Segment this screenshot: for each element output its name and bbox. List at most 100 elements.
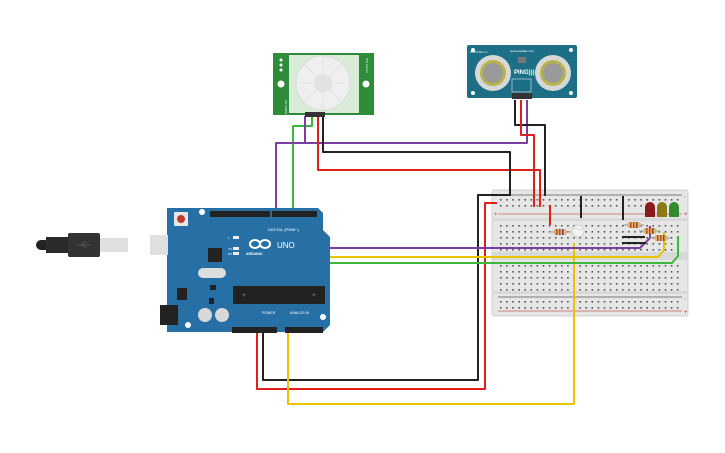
- breadboard-hole[interactable]: [603, 271, 606, 273]
- resistor-red-led[interactable]: [623, 222, 644, 228]
- breadboard-hole[interactable]: [609, 249, 612, 251]
- breadboard-hole[interactable]: [536, 307, 539, 309]
- breadboard-hole[interactable]: [567, 277, 569, 279]
- breadboard-hole[interactable]: [500, 249, 502, 251]
- breadboard-hole[interactable]: [561, 277, 563, 279]
- resistor-photo[interactable]: [549, 229, 571, 235]
- breadboard-hole[interactable]: [530, 243, 533, 245]
- breadboard-hole[interactable]: [670, 265, 673, 267]
- breadboard-hole[interactable]: [640, 249, 642, 251]
- breadboard-hole[interactable]: [548, 249, 551, 251]
- breadboard-hole[interactable]: [664, 277, 667, 279]
- breadboard-hole[interactable]: [585, 265, 587, 267]
- breadboard-hole[interactable]: [561, 301, 563, 303]
- breadboard-hole[interactable]: [664, 225, 667, 227]
- breadboard-hole[interactable]: [664, 199, 667, 201]
- breadboard-hole[interactable]: [536, 289, 539, 291]
- breadboard-hole[interactable]: [658, 277, 661, 279]
- breadboard-hole[interactable]: [628, 283, 630, 285]
- breadboard-hole[interactable]: [640, 265, 642, 267]
- breadboard-hole[interactable]: [615, 199, 618, 201]
- breadboard-hole[interactable]: [542, 301, 545, 303]
- breadboard-hole[interactable]: [561, 271, 563, 273]
- leds[interactable]: [645, 202, 679, 217]
- breadboard-hole[interactable]: [640, 225, 642, 227]
- breadboard-hole[interactable]: [500, 265, 502, 267]
- breadboard-hole[interactable]: [640, 277, 642, 279]
- breadboard-hole[interactable]: [500, 283, 502, 285]
- breadboard-hole[interactable]: [622, 307, 624, 309]
- breadboard-hole[interactable]: [518, 301, 520, 303]
- breadboard-hole[interactable]: [670, 243, 673, 245]
- breadboard-hole[interactable]: [603, 199, 606, 201]
- breadboard-hole[interactable]: [518, 237, 520, 239]
- pir-sensor[interactable]: HC-SR501 PIR Sensor: [273, 53, 374, 117]
- breadboard-hole[interactable]: [640, 307, 642, 309]
- breadboard-hole[interactable]: [615, 225, 618, 227]
- breadboard-hole[interactable]: [609, 307, 612, 309]
- breadboard-hole[interactable]: [652, 283, 655, 285]
- breadboard-hole[interactable]: [500, 271, 502, 273]
- breadboard-hole[interactable]: [652, 225, 655, 227]
- breadboard-hole[interactable]: [506, 301, 508, 303]
- breadboard-hole[interactable]: [609, 205, 612, 207]
- arduino-uno[interactable]: DIGITAL (PWM~) UNO ARDUINO L TX RX POWER…: [150, 208, 330, 333]
- breadboard-hole[interactable]: [579, 249, 581, 251]
- breadboard-hole[interactable]: [585, 271, 587, 273]
- breadboard-hole[interactable]: [542, 225, 545, 227]
- breadboard-hole[interactable]: [646, 283, 648, 285]
- breadboard-hole[interactable]: [591, 289, 594, 291]
- breadboard-hole[interactable]: [530, 225, 533, 227]
- breadboard-hole[interactable]: [524, 307, 526, 309]
- breadboard-hole[interactable]: [579, 289, 581, 291]
- breadboard-hole[interactable]: [670, 307, 673, 309]
- breadboard-hole[interactable]: [597, 301, 600, 303]
- breadboard-hole[interactable]: [646, 199, 648, 201]
- breadboard-hole[interactable]: [628, 199, 630, 201]
- breadboard-hole[interactable]: [652, 289, 655, 291]
- breadboard-hole[interactable]: [536, 265, 539, 267]
- breadboard-hole[interactable]: [512, 237, 514, 239]
- breadboard-hole[interactable]: [597, 307, 600, 309]
- breadboard-hole[interactable]: [554, 301, 557, 303]
- breadboard-hole[interactable]: [652, 199, 655, 201]
- breadboard-hole[interactable]: [676, 225, 679, 227]
- breadboard-hole[interactable]: [518, 199, 520, 201]
- breadboard-hole[interactable]: [670, 225, 673, 227]
- breadboard-hole[interactable]: [585, 307, 587, 309]
- breadboard-hole[interactable]: [512, 277, 514, 279]
- breadboard-hole[interactable]: [500, 289, 502, 291]
- breadboard-hole[interactable]: [622, 265, 624, 267]
- breadboard-hole[interactable]: [542, 289, 545, 291]
- breadboard-hole[interactable]: [670, 277, 673, 279]
- breadboard-hole[interactable]: [506, 231, 508, 233]
- breadboard-hole[interactable]: [573, 205, 575, 207]
- breadboard-hole[interactable]: [628, 205, 630, 207]
- breadboard-hole[interactable]: [567, 307, 569, 309]
- breadboard-hole[interactable]: [530, 283, 533, 285]
- resistor-yellow-led[interactable]: [639, 228, 660, 234]
- breadboard-hole[interactable]: [573, 225, 575, 227]
- breadboard-hole[interactable]: [609, 283, 612, 285]
- breadboard-hole[interactable]: [597, 289, 600, 291]
- resistor-green-led[interactable]: [650, 235, 671, 241]
- breadboard-hole[interactable]: [518, 225, 520, 227]
- breadboard-hole[interactable]: [542, 277, 545, 279]
- breadboard-hole[interactable]: [658, 307, 661, 309]
- breadboard-hole[interactable]: [524, 289, 526, 291]
- breadboard-hole[interactable]: [579, 243, 581, 245]
- breadboard-hole[interactable]: [524, 249, 526, 251]
- breadboard-hole[interactable]: [573, 237, 575, 239]
- analog-header[interactable]: [285, 327, 323, 333]
- breadboard-hole[interactable]: [585, 225, 587, 227]
- breadboard-hole[interactable]: [579, 307, 581, 309]
- breadboard-hole[interactable]: [530, 277, 533, 279]
- digital-header-2[interactable]: [272, 211, 317, 217]
- breadboard-hole[interactable]: [634, 277, 636, 279]
- breadboard-hole[interactable]: [597, 249, 600, 251]
- breadboard-hole[interactable]: [518, 289, 520, 291]
- breadboard-hole[interactable]: [670, 301, 673, 303]
- breadboard-hole[interactable]: [628, 265, 630, 267]
- breadboard-hole[interactable]: [640, 271, 642, 273]
